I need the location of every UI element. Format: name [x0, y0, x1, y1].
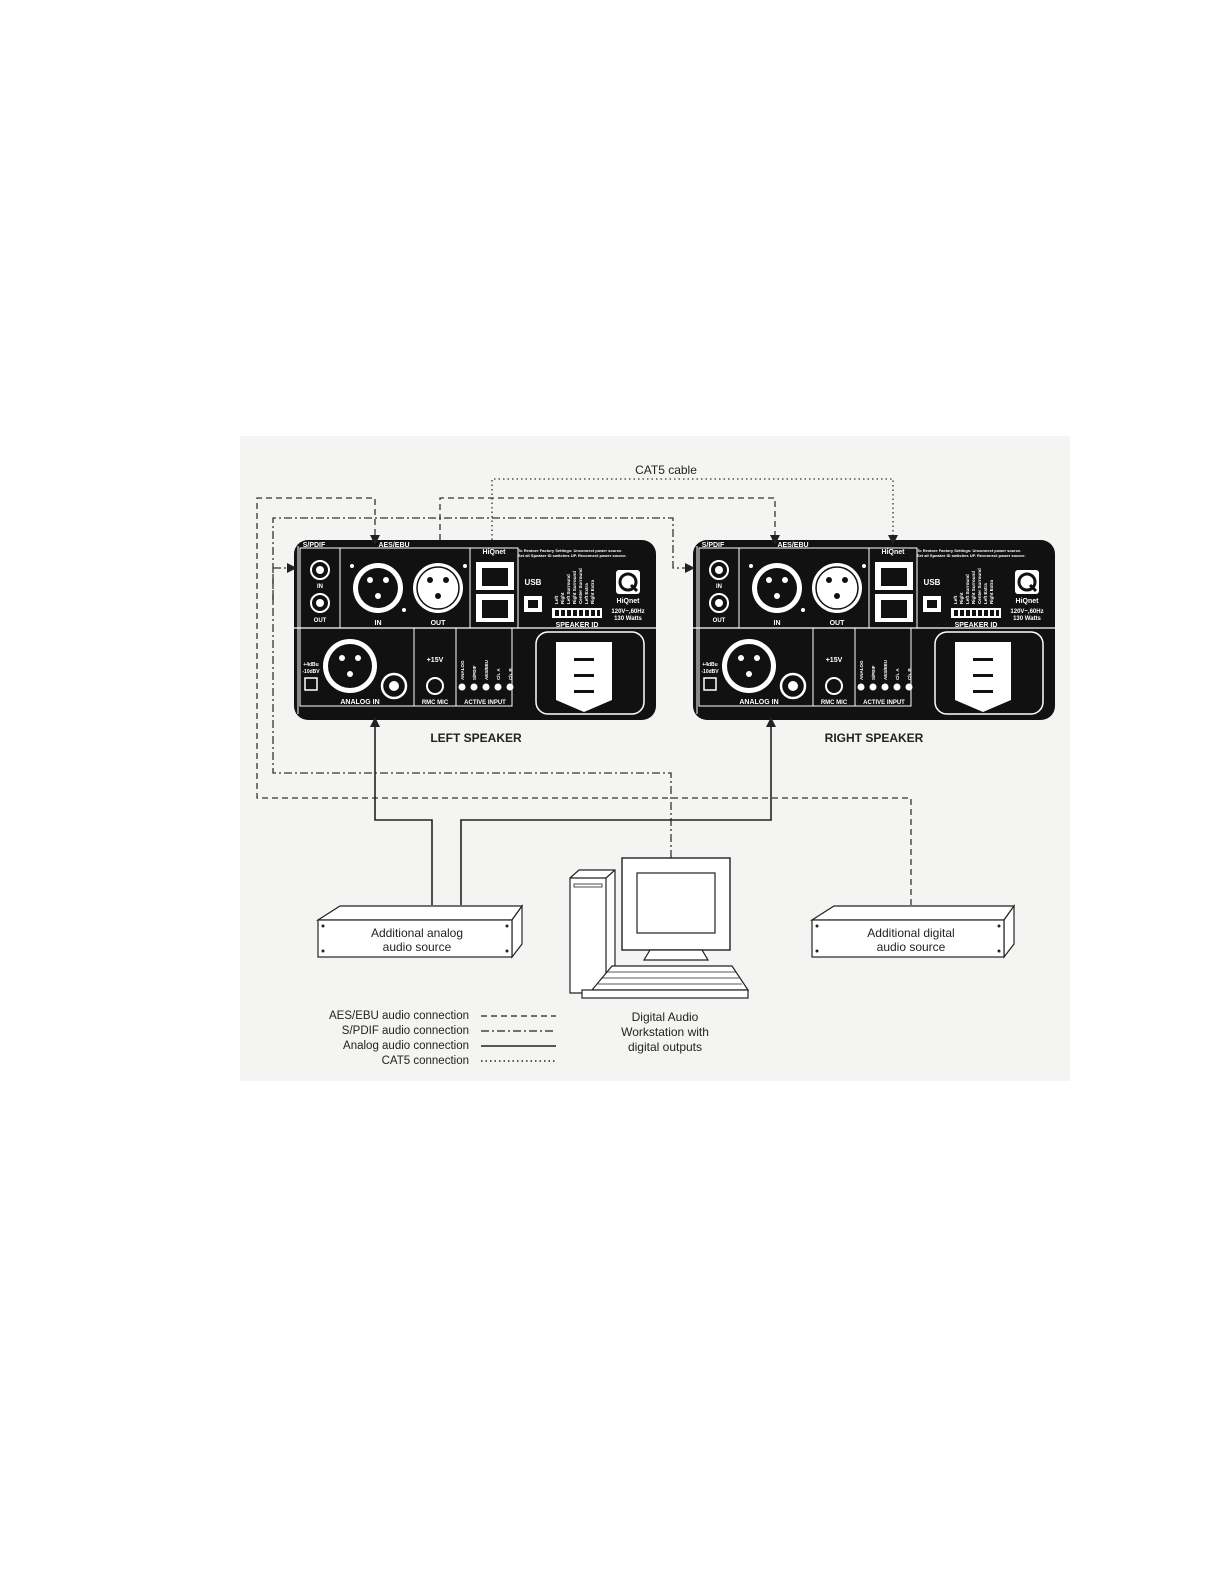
right-speaker-caption: RIGHT SPEAKER: [825, 731, 924, 745]
legend-label-analog: Analog audio connection: [343, 1040, 469, 1052]
analog-in-label: ANALOG IN: [739, 699, 778, 706]
left-speaker-caption: LEFT SPEAKER: [430, 731, 522, 745]
speaker-id-label: SPEAKER ID: [955, 622, 998, 629]
workstation-computer: Digital Audio Workstation with digital o…: [569, 857, 750, 1054]
active-input-label: ACTIVE INPUT: [863, 700, 905, 706]
legend-label-spdif: S/PDIF audio connection: [342, 1025, 469, 1037]
restore-note-line1: To Restore Factory Settings: Unconnect p…: [518, 548, 622, 553]
power-rating-line2: 130 Watts: [614, 616, 642, 622]
analog-connection-line-left: [370, 717, 433, 905]
digital-source-device: Additional digital audio source: [809, 904, 1016, 959]
active-input-option: Ch. B: [508, 668, 513, 680]
id-position-label: Left: [953, 595, 958, 604]
power-rating-line1: 120V~,60Hz: [1010, 609, 1043, 615]
id-position-label: Left Surround: [566, 574, 571, 604]
power-rating-line2: 130 Watts: [1013, 616, 1041, 622]
spdif-link-line: [272, 517, 695, 603]
active-input-option: AES/EBU: [883, 660, 888, 680]
brand-label: HiQnet: [1016, 598, 1040, 605]
id-position-label: Right Surround: [971, 571, 976, 604]
legend-label-aes-ebu: AES/EBU audio connection: [329, 1010, 469, 1022]
active-input-option: Ch. A: [895, 668, 900, 680]
plus15v-label: +15V: [427, 657, 444, 664]
analog-connection-line-right: [460, 717, 776, 905]
id-position-label: Left Extra: [983, 583, 988, 604]
id-position-label: Right: [959, 592, 964, 604]
level-label-line2: -10dBV: [701, 669, 719, 675]
legend-label-cat5: CAT5 connection: [382, 1055, 469, 1067]
active-input-label: ACTIVE INPUT: [464, 700, 506, 706]
right-speaker-panel: S/PDIF IN OUT AES/EBU IN OUT HiQnet USB …: [691, 538, 1057, 722]
active-input-option: Ch. A: [496, 668, 501, 680]
cat5-connection-line: [491, 478, 898, 545]
workstation-label-line3: digital outputs: [628, 1040, 702, 1054]
aes-ebu-label: AES/EBU: [378, 542, 409, 549]
active-input-option: S/PDIF: [472, 665, 477, 680]
id-position-label: Right Extra: [989, 579, 994, 604]
active-input-option: S/PDIF: [871, 665, 876, 680]
usb-label: USB: [525, 578, 542, 587]
usb-label: USB: [924, 578, 941, 587]
rmc-mic-label: RMC MIC: [821, 700, 848, 706]
active-input-option: AES/EBU: [484, 660, 489, 680]
spdif-in-label: IN: [317, 584, 323, 590]
id-position-label: Right Surround: [572, 571, 577, 604]
analog-source-device: Additional analog audio source: [315, 904, 524, 959]
brand-label: HiQnet: [617, 598, 641, 605]
level-label-line2: -10dBV: [302, 669, 320, 675]
id-position-label: Right Extra: [590, 579, 595, 604]
spdif-in-label: IN: [716, 584, 722, 590]
power-rating-line1: 120V~,60Hz: [611, 609, 644, 615]
aes-ebu-connection-line: [256, 497, 912, 905]
rmc-mic-label: RMC MIC: [422, 700, 449, 706]
id-position-label: Left: [554, 595, 559, 604]
spdif-label: S/PDIF: [702, 542, 725, 549]
hiqnet-port-label: HiQnet: [882, 549, 906, 556]
plus15v-label: +15V: [826, 657, 843, 664]
restore-note-line2: Set all Speaker ID switches UP. Reconnec…: [518, 553, 627, 558]
restore-note-line2: Set all Speaker ID switches UP. Reconnec…: [917, 553, 1026, 558]
restore-note-line1: To Restore Factory Settings: Unconnect p…: [917, 548, 1021, 553]
analog-source-label-line2: audio source: [383, 940, 452, 954]
xlr-out-label: OUT: [830, 620, 846, 627]
spdif-connection-line: [272, 563, 672, 858]
id-position-label: Center Surround: [977, 568, 982, 604]
xlr-in-label: IN: [375, 620, 382, 627]
cat5-cable-label: CAT5 cable: [635, 463, 697, 477]
analog-in-label: ANALOG IN: [340, 699, 379, 706]
workstation-label-line1: Digital Audio: [632, 1010, 699, 1024]
id-position-label: Left Extra: [584, 583, 589, 604]
level-label-line1: +4dBu: [303, 662, 318, 668]
xlr-in-label: IN: [774, 620, 781, 627]
left-speaker-panel: S/PDIF IN OUT AES/EBU IN OUT HiQnet USB …: [292, 538, 658, 722]
spdif-out-label: OUT: [314, 618, 327, 624]
active-input-option: ANALOG: [460, 660, 465, 680]
aes-ebu-label: AES/EBU: [777, 542, 808, 549]
legend: AES/EBU audio connection S/PDIF audio co…: [329, 1010, 556, 1067]
analog-source-label-line1: Additional analog: [371, 926, 463, 940]
id-position-label: Center Surround: [578, 568, 583, 604]
id-position-label: Right: [560, 592, 565, 604]
spdif-out-label: OUT: [713, 618, 726, 624]
spdif-label: S/PDIF: [303, 542, 326, 549]
aes-ebu-link-line: [439, 497, 780, 545]
hiqnet-port-label: HiQnet: [483, 549, 507, 556]
level-label-line1: +4dBu: [702, 662, 717, 668]
speaker-id-label: SPEAKER ID: [556, 622, 599, 629]
xlr-out-label: OUT: [431, 620, 447, 627]
digital-source-label-line2: audio source: [877, 940, 946, 954]
workstation-label-line2: Workstation with: [621, 1025, 709, 1039]
active-input-option: ANALOG: [859, 660, 864, 680]
id-position-label: Left Surround: [965, 574, 970, 604]
active-input-option: Ch. B: [907, 668, 912, 680]
digital-source-label-line1: Additional digital: [867, 926, 954, 940]
